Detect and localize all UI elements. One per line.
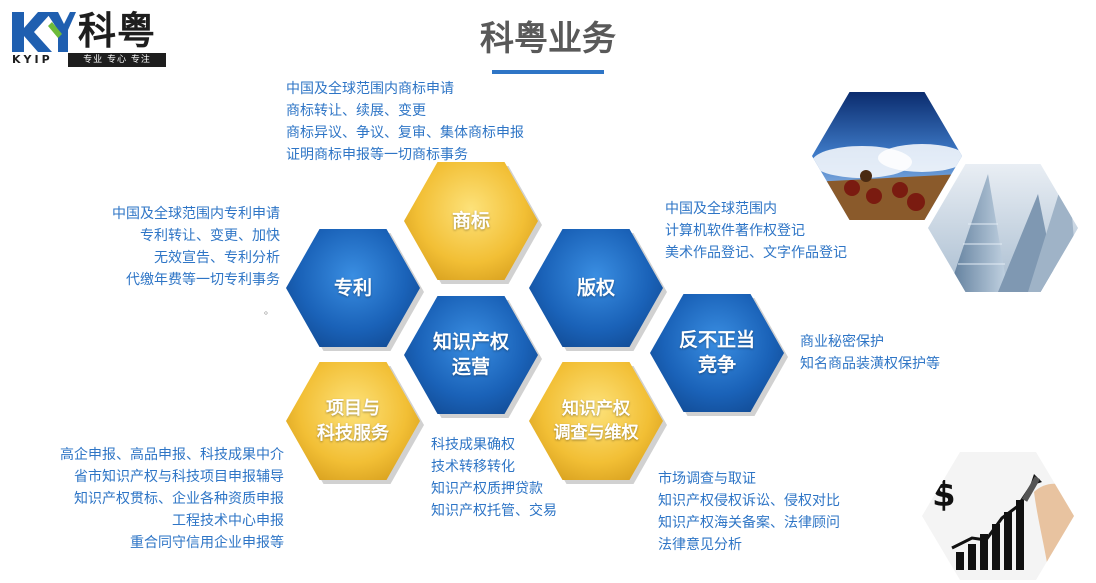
title-underline	[492, 70, 604, 74]
text-line: 知识产权贯标、企业各种资质申报	[74, 491, 284, 507]
text-line: 知识产权托管、交易	[431, 503, 557, 519]
logo-brand-cn: 科粤	[78, 9, 157, 53]
hex-label: 运营	[451, 356, 490, 378]
svg-text:$: $	[932, 475, 956, 515]
company-logo: 科粤 KYIP 专业 专心 专注	[8, 8, 168, 67]
text-line: 计算机软件著作权登记	[665, 223, 805, 239]
hex-label: 调查与维权	[553, 423, 639, 443]
text-line: 工程技术中心申报	[172, 513, 284, 529]
trademark-description: 中国及全球范围内商标申请 商标转让、续展、变更 商标异议、争议、复审、集体商标申…	[286, 78, 524, 166]
text-line: 中国及全球范围内专利申请	[112, 206, 280, 222]
text-line: 法律意见分析	[658, 537, 742, 553]
hex-label: 知识产权	[562, 399, 630, 419]
copyright-description: 中国及全球范围内 计算机软件著作权登记 美术作品登记、文字作品登记	[665, 198, 847, 264]
text-line: 美术作品登记、文字作品登记	[665, 245, 847, 261]
hex-label: 知识产权	[432, 331, 509, 353]
project-services-description: 高企申报、高品申报、科技成果中介 省市知识产权与科技项目申报辅导 知识产权贯标、…	[20, 444, 284, 554]
hex-label: 项目与	[326, 398, 380, 419]
text-line: 高企申报、高品申报、科技成果中介	[60, 447, 284, 463]
kyip-logo-icon	[12, 12, 76, 52]
text-line: 市场调查与取证	[658, 471, 756, 487]
hex-label: 反不正当	[678, 329, 755, 351]
logo-brand-en: KYIP	[12, 53, 53, 66]
text-line: 中国及全球范围内商标申请	[286, 81, 454, 97]
stray-mark: 。	[264, 306, 274, 317]
ip-investigation-description: 市场调查与取证 知识产权侵权诉讼、侵权对比 知识产权海关备案、法律顾问 法律意见…	[658, 468, 840, 556]
text-line: 省市知识产权与科技项目申报辅导	[74, 469, 284, 485]
text-line: 中国及全球范围内	[665, 201, 777, 217]
text-line: 知识产权海关备案、法律顾问	[658, 515, 840, 531]
text-line: 无效宣告、专利分析	[154, 250, 280, 266]
ip-operation-description: 科技成果确权 技术转移转化 知识产权质押贷款 知识产权托管、交易	[431, 434, 557, 522]
text-line: 知名商品装潢权保护等	[800, 356, 940, 372]
hex-label: 科技服务	[317, 423, 389, 444]
text-line: 代缴年费等一切专利事务	[126, 272, 280, 288]
text-line: 证明商标申报等一切商标事务	[286, 147, 468, 163]
hex-label: 专利	[333, 277, 372, 299]
text-line: 商标转让、续展、变更	[286, 103, 426, 119]
growth-chart-drawing-icon: $	[922, 452, 1074, 580]
text-line: 知识产权侵权诉讼、侵权对比	[658, 493, 840, 509]
hex-label: 商标	[451, 210, 490, 232]
hex-patent: 专利	[286, 229, 420, 347]
text-line: 商标异议、争议、复审、集体商标申报	[286, 125, 524, 141]
text-line: 科技成果确权	[431, 437, 515, 453]
text-line: 重合同守信用企业申报等	[130, 535, 284, 551]
hex-label: 版权	[576, 277, 615, 299]
skyscraper-photo-icon	[928, 164, 1078, 292]
hex-project-services: 项目与 科技服务	[286, 362, 420, 480]
text-line: 专利转让、变更、加快	[140, 228, 280, 244]
text-line: 知识产权质押贷款	[431, 481, 543, 497]
page-title: 科粤业务	[480, 19, 616, 59]
unfair-competition-description: 商业秘密保护 知名商品装潢权保护等	[800, 331, 940, 375]
patent-description: 中国及全球范围内专利申请 专利转让、变更、加快 无效宣告、专利分析 代缴年费等一…	[80, 203, 280, 291]
text-line: 技术转移转化	[431, 459, 515, 475]
text-line: 商业秘密保护	[800, 334, 884, 350]
hex-label: 竞争	[697, 354, 736, 376]
logo-tagline: 专业 专心 专注	[68, 53, 166, 67]
